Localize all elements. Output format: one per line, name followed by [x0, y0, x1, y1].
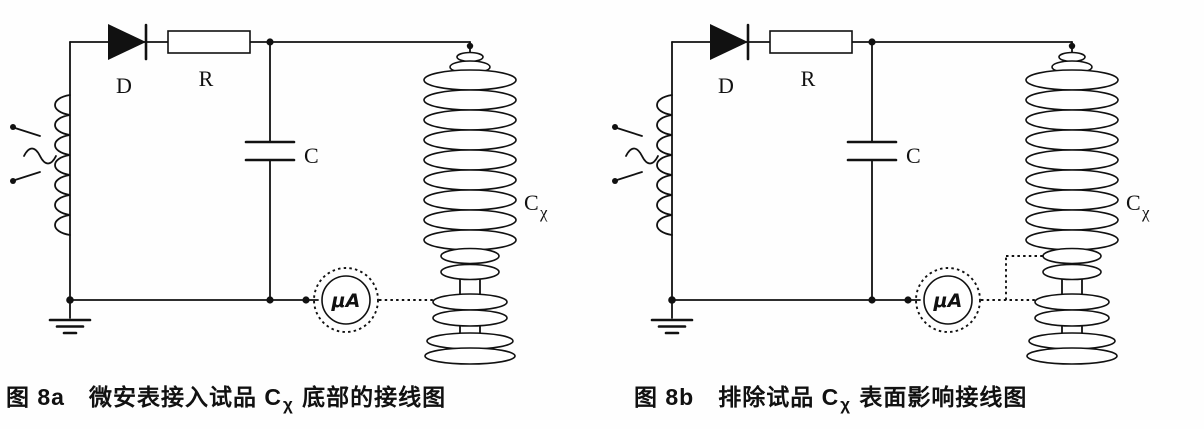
insulator-shed: [423, 229, 517, 251]
insulator-shed: [423, 189, 517, 211]
caption-text-after: 表面影响接线图: [852, 384, 1028, 410]
tilde-icon: [23, 147, 57, 165]
specimen-label: C: [524, 190, 539, 215]
source-terminal-dot: [612, 178, 618, 184]
junction-dot: [668, 296, 676, 304]
junction-dot: [266, 38, 274, 46]
insulator-base-plate: [1028, 332, 1116, 350]
meter-guard-dotted-circle: [313, 267, 379, 333]
ac-source: [612, 124, 659, 184]
insulator-flange: [1042, 263, 1102, 281]
insulator-base-disc: [432, 309, 508, 327]
figure-caption: 图 8a 微安表接入试品 Cχ 底部的接线图: [0, 374, 602, 415]
insulator-flange: [440, 247, 500, 265]
specimen-label: C: [1126, 190, 1141, 215]
insulator-shed: [423, 69, 517, 91]
microammeter-label: μA: [331, 290, 361, 312]
insulator-shed: [1025, 89, 1119, 111]
specimen-label-subscript: χ: [1141, 203, 1150, 222]
insulator-base-plate: [1026, 347, 1118, 365]
diode-label: D: [116, 73, 132, 98]
diode: [108, 23, 148, 61]
insulator-shed: [1025, 209, 1119, 231]
source-terminal-dot: [10, 178, 16, 184]
diode: [710, 23, 750, 61]
junction-dots: [668, 38, 1076, 304]
insulator-base-disc: [432, 293, 508, 311]
capacitor: [244, 140, 296, 162]
circuit-diagram-8b: D R C: [612, 23, 1150, 365]
meter-body: [923, 275, 973, 325]
junction-dots: [66, 38, 474, 304]
junction-dot: [1068, 42, 1076, 50]
source-terminal-dot: [10, 124, 16, 130]
resistor-label: R: [801, 66, 816, 91]
caption-subscript: χ: [282, 394, 294, 414]
capacitor-label: C: [304, 143, 319, 168]
insulator-cap: [1058, 51, 1086, 63]
dotted-connection: [981, 255, 1050, 301]
insulator-shed: [423, 109, 517, 131]
source-terminal-dot: [612, 124, 618, 130]
insulator-shed: [423, 209, 517, 231]
caption-text: 排除试品 Cχ 表面影响接线图: [718, 384, 1028, 414]
insulator-shed: [1025, 149, 1119, 171]
insulator-shed: [1025, 189, 1119, 211]
figure-number: 图 8b: [634, 384, 695, 410]
insulator-flange: [440, 263, 500, 281]
transformer-winding: [54, 94, 71, 236]
junction-dot: [66, 296, 74, 304]
circuit-diagram-8a: D R C: [10, 23, 548, 365]
insulator-base-disc: [1034, 309, 1110, 327]
specimen-label-subscript: χ: [539, 203, 548, 222]
caption-text-after: 底部的接线图: [294, 384, 447, 410]
insulator-shed: [1025, 229, 1119, 251]
resistor-label: R: [199, 66, 214, 91]
microammeter: μA: [313, 267, 379, 333]
junction-dot: [466, 42, 474, 50]
figure-caption: 图 8b 排除试品 Cχ 表面影响接线图: [602, 374, 1204, 415]
insulator-shed: [1025, 109, 1119, 131]
caption-subscript: χ: [840, 394, 852, 414]
insulator-base-plate: [426, 332, 514, 350]
caption-text-before: 微安表接入试品 C: [88, 384, 282, 410]
microammeter: μA: [915, 267, 981, 333]
insulator-base-plate: [424, 347, 516, 365]
resistor: [769, 30, 853, 54]
microammeter-label: μA: [933, 290, 963, 312]
test-specimen-insulator: [423, 51, 517, 365]
test-specimen-insulator: [1025, 51, 1119, 365]
insulator-cap: [456, 51, 484, 63]
insulator-base-disc: [1034, 293, 1110, 311]
figure-number: 图 8a: [6, 384, 65, 410]
figure-8b: D R C: [602, 0, 1204, 429]
diode-label: D: [718, 73, 734, 98]
capacitor: [846, 140, 898, 162]
insulator-shed: [423, 89, 517, 111]
junction-dot: [302, 296, 310, 304]
insulator-shed: [1025, 69, 1119, 91]
ground-icon: [48, 299, 92, 335]
meter-guard-dotted-circle: [915, 267, 981, 333]
tilde-icon: [625, 147, 659, 165]
ac-source: [10, 124, 57, 184]
capacitor-label: C: [906, 143, 921, 168]
caption-text: 微安表接入试品 Cχ 底部的接线图: [88, 384, 447, 414]
insulator-shed: [423, 149, 517, 171]
insulator-shed: [1025, 129, 1119, 151]
insulator-flange: [1042, 247, 1102, 265]
junction-dot: [266, 296, 274, 304]
junction-dot: [868, 296, 876, 304]
insulator-shed: [1025, 169, 1119, 191]
transformer-winding: [656, 94, 673, 236]
junction-dot: [868, 38, 876, 46]
resistor: [167, 30, 251, 54]
figure-8a: D R C: [0, 23, 602, 415]
ground-icon: [650, 299, 694, 335]
caption-text-before: 排除试品 C: [718, 384, 840, 410]
meter-body: [321, 275, 371, 325]
insulator-shed: [423, 129, 517, 151]
junction-dot: [904, 296, 912, 304]
insulator-shed: [423, 169, 517, 191]
